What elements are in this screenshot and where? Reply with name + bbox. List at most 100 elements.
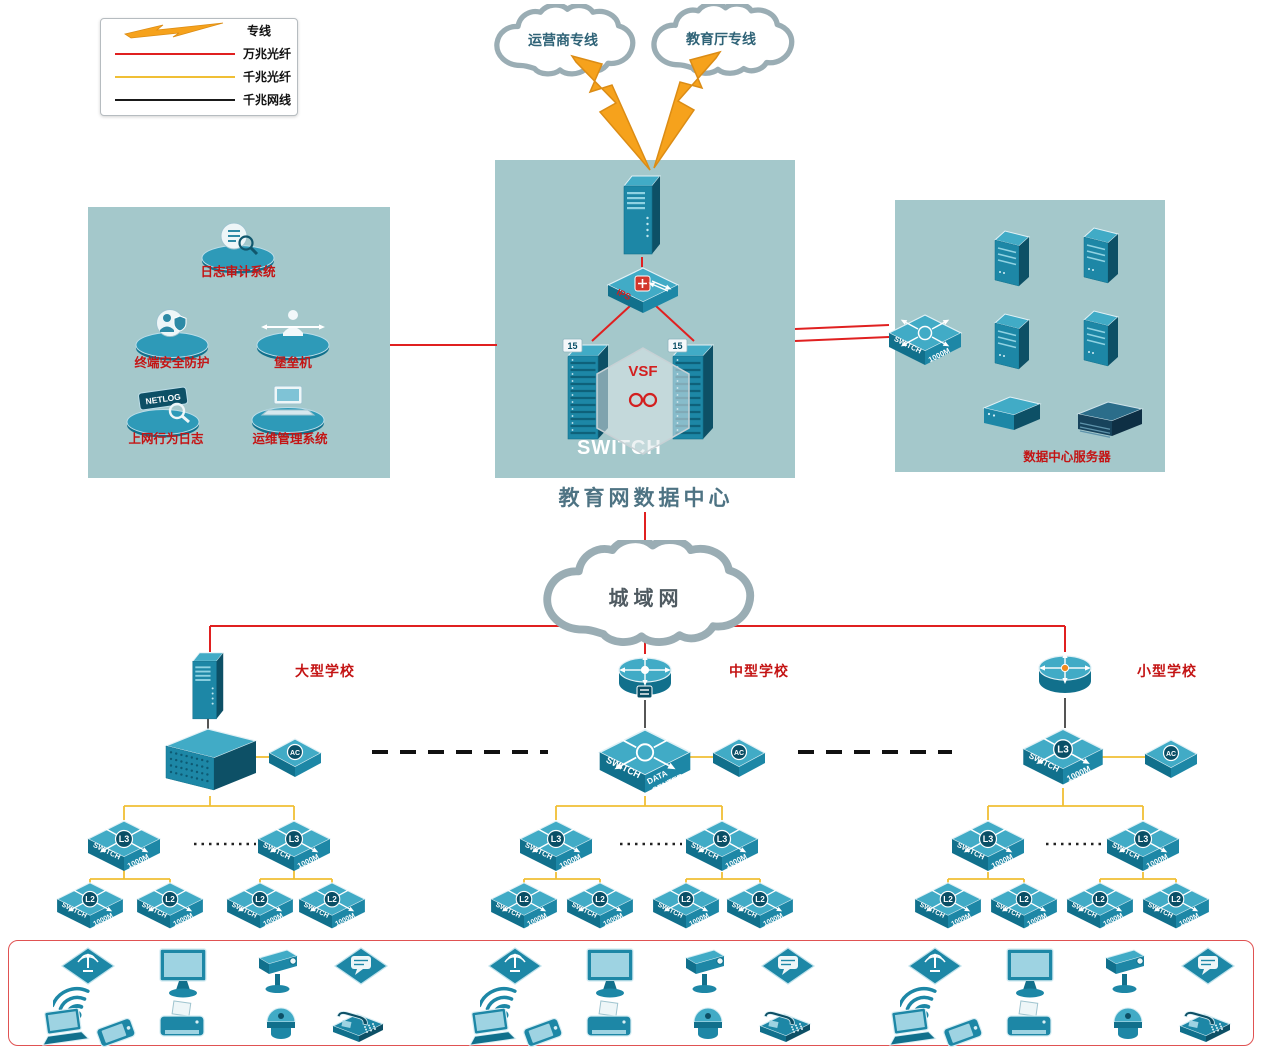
desktop-pc xyxy=(157,946,209,1005)
school-router xyxy=(617,650,673,707)
printer xyxy=(157,1000,207,1049)
switch-layer-badge: L3 xyxy=(983,834,994,844)
label-small-school: 小型学校 xyxy=(1137,663,1197,679)
legend-label-10g-fiber: 万兆光纤 xyxy=(242,47,291,61)
smartphone xyxy=(940,1016,986,1054)
switch-layer-badge: L2 xyxy=(519,895,529,904)
cloud-edu-label: 教育厅专线 xyxy=(686,31,756,47)
dome-camera xyxy=(688,1002,728,1053)
switch-layer-badge: L2 xyxy=(255,895,265,904)
switch-layer-badge: L2 xyxy=(85,895,95,904)
ops-mgmt-icon xyxy=(248,378,328,441)
yellow-line-icon xyxy=(113,74,237,80)
switch-layer-badge: L3 xyxy=(1138,834,1149,844)
datacenter-title: 教育网数据中心 xyxy=(558,487,734,510)
dome-camera xyxy=(261,1002,301,1053)
switch-layer-badge: L3 xyxy=(1057,745,1069,756)
wireless-ap xyxy=(907,946,963,991)
wireless-ap xyxy=(60,946,116,991)
ac-controller: AC xyxy=(711,736,767,785)
video-intercom xyxy=(1180,946,1236,991)
switch-layer-badge: L2 xyxy=(327,895,337,904)
dome-camera xyxy=(1108,1002,1148,1053)
server-tower xyxy=(989,226,1033,297)
laptop xyxy=(462,1007,520,1054)
video-intercom xyxy=(760,946,816,991)
school-router xyxy=(1037,648,1093,705)
smartphone xyxy=(520,1016,566,1054)
netlog-ribbon-label: NETLOG xyxy=(145,392,182,407)
switch-layer-badge: L2 xyxy=(755,895,765,904)
cloud-isp: 运营商专线 xyxy=(488,4,638,82)
ac-controller: AC xyxy=(267,736,323,785)
netlog-icon: NETLOG xyxy=(123,380,203,443)
switch-layer-badge: L2 xyxy=(1171,895,1181,904)
cloud-man-label: 城域网 xyxy=(608,588,684,610)
ac-badge: AC xyxy=(1166,751,1176,758)
laptop xyxy=(35,1007,93,1054)
switch-layer-badge: L2 xyxy=(943,895,953,904)
legend-row: 千兆网线 xyxy=(101,88,297,111)
label-endpoint-security: 终端安全防护 xyxy=(134,356,210,370)
switch-layer-badge: L3 xyxy=(119,834,130,844)
lightning-icon xyxy=(113,21,241,41)
legend-label-1g-fiber: 千兆光纤 xyxy=(242,70,291,84)
label-large-school: 大型学校 xyxy=(295,663,355,679)
ptz-camera xyxy=(678,944,732,1001)
ac-badge: AC xyxy=(734,750,744,757)
label-netlog: 上网行为日志 xyxy=(128,432,204,446)
school-core-switch xyxy=(160,724,260,803)
chassis-tag: 15 xyxy=(567,341,577,351)
label-log-audit: 日志审计系统 xyxy=(200,265,276,279)
ac-controller: AC xyxy=(1143,737,1199,786)
desktop-pc xyxy=(1004,946,1056,1005)
bastion-host-icon xyxy=(253,303,333,366)
ac-badge: AC xyxy=(290,750,300,757)
printer xyxy=(584,1000,634,1049)
legend-row: 万兆光纤 xyxy=(101,42,297,65)
chassis-tag: 15 xyxy=(672,341,682,351)
legend-label-1g-copper: 千兆网线 xyxy=(242,93,291,107)
laptop xyxy=(882,1007,940,1054)
cloud-edu: 教育厅专线 xyxy=(645,4,797,80)
ips-device: IPS xyxy=(604,264,682,325)
label-datacenter-servers: 数据中心服务器 xyxy=(1023,450,1111,464)
black-line-icon xyxy=(113,97,237,103)
cloud-isp-label: 运营商专线 xyxy=(528,32,598,48)
switch-layer-badge: L2 xyxy=(1095,895,1105,904)
storage-array xyxy=(980,392,1044,441)
switch-layer-badge: L2 xyxy=(595,895,605,904)
switch-layer-badge: L2 xyxy=(681,895,691,904)
legend-row: 千兆光纤 xyxy=(101,65,297,88)
switch-layer-badge: L3 xyxy=(289,834,300,844)
legend: 专线 万兆光纤 千兆光纤 千兆网线 xyxy=(100,18,298,116)
printer xyxy=(1004,1000,1054,1049)
label-medium-school: 中型学校 xyxy=(729,663,789,679)
vsf-group: VSF xyxy=(593,344,693,461)
ptz-camera xyxy=(1098,944,1152,1001)
video-intercom xyxy=(333,946,389,991)
legend-row: 专线 xyxy=(101,19,297,42)
switch-layer-badge: L3 xyxy=(717,834,728,844)
datacenter-firewall xyxy=(616,168,668,265)
rack-switch xyxy=(1074,396,1146,447)
